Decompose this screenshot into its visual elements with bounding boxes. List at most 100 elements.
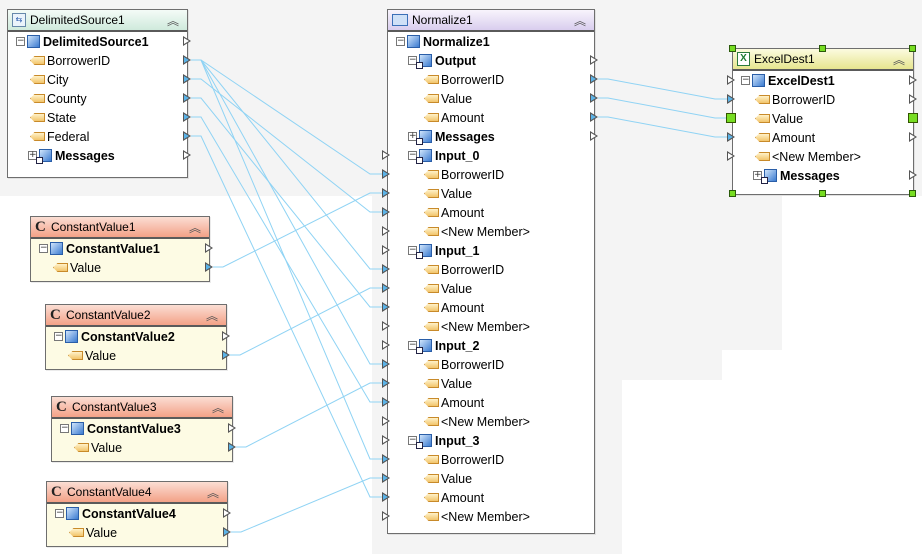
tree-node-messages[interactable]: + Messages <box>388 127 598 146</box>
input-port[interactable] <box>727 94 735 104</box>
tree-node-input[interactable]: −Input_1 <box>382 241 594 260</box>
output-port[interactable] <box>222 350 230 360</box>
output-port[interactable] <box>909 94 917 104</box>
input-port[interactable] <box>382 454 390 464</box>
input-port[interactable] <box>727 151 735 161</box>
connection-wire[interactable] <box>213 192 382 268</box>
output-port[interactable] <box>183 93 191 103</box>
collapse-toggle-icon[interactable]: − <box>396 36 405 46</box>
expand-toggle-icon[interactable]: + <box>753 170 762 180</box>
input-port[interactable] <box>382 416 390 426</box>
resize-handle[interactable] <box>819 45 826 52</box>
input-port[interactable] <box>382 397 390 407</box>
double-chevron-up-icon[interactable]: ︽ <box>573 14 586 28</box>
output-port[interactable] <box>909 132 917 142</box>
double-chevron-up-icon[interactable]: ︽ <box>206 486 219 500</box>
field-row[interactable]: State <box>8 108 191 127</box>
field-row[interactable]: Amount <box>382 393 594 412</box>
input-port[interactable] <box>382 245 390 255</box>
field-row[interactable]: <New Member> <box>382 507 594 526</box>
tree-node-input[interactable]: −Input_2 <box>382 336 594 355</box>
field-row[interactable]: BorrowerID <box>382 165 594 184</box>
collapse-toggle-icon[interactable]: − <box>408 435 417 445</box>
collapse-toggle-icon[interactable]: − <box>55 508 64 518</box>
tree-node-output[interactable]: − Output <box>388 51 598 70</box>
delimited-source-component[interactable]: ⇆ DelimitedSource1 ︽ − DelimitedSource1 … <box>7 9 191 178</box>
field-row[interactable]: Value <box>46 346 230 365</box>
double-chevron-up-icon[interactable]: ︽ <box>892 53 905 67</box>
output-port[interactable] <box>228 442 236 452</box>
field-row[interactable]: Value <box>382 279 594 298</box>
field-row[interactable]: BorrowerID <box>8 51 191 70</box>
input-port[interactable] <box>382 378 390 388</box>
connection-wire[interactable] <box>231 477 382 533</box>
output-port[interactable] <box>590 131 598 141</box>
double-chevron-up-icon[interactable]: ︽ <box>211 401 224 415</box>
field-row[interactable]: <New Member> <box>382 412 594 431</box>
field-row[interactable]: BorrowerID <box>382 260 594 279</box>
field-row[interactable]: Federal <box>8 127 191 146</box>
input-port[interactable] <box>382 359 390 369</box>
double-chevron-up-icon[interactable]: ︽ <box>188 221 201 235</box>
input-port[interactable] <box>726 113 736 123</box>
component-header[interactable]: Normalize1 ︽ <box>388 10 594 32</box>
input-port[interactable] <box>727 75 735 85</box>
field-row[interactable]: <New Member> <box>382 222 594 241</box>
collapse-toggle-icon[interactable]: − <box>60 423 69 433</box>
collapse-toggle-icon[interactable]: − <box>408 150 417 160</box>
collapse-toggle-icon[interactable]: − <box>408 340 417 350</box>
input-port[interactable] <box>382 435 390 445</box>
output-port[interactable] <box>223 508 231 518</box>
output-port[interactable] <box>222 331 230 341</box>
input-port[interactable] <box>382 492 390 502</box>
output-port[interactable] <box>590 112 598 122</box>
tree-node-messages[interactable]: + Messages <box>8 146 191 165</box>
field-row[interactable]: Amount <box>388 108 598 127</box>
tree-node-root[interactable]: − ExcelDest1 <box>727 71 917 90</box>
output-port[interactable] <box>228 423 236 433</box>
output-port[interactable] <box>205 243 213 253</box>
field-row[interactable]: BorrowerID <box>727 90 917 109</box>
tree-node-root[interactable]: −ConstantValue1 <box>31 239 213 258</box>
output-port[interactable] <box>223 527 231 537</box>
input-port[interactable] <box>382 169 390 179</box>
output-port[interactable] <box>590 93 598 103</box>
field-row[interactable]: Value <box>388 89 598 108</box>
field-row[interactable]: <New Member> <box>727 147 913 166</box>
expand-toggle-icon[interactable]: + <box>408 131 417 141</box>
input-port[interactable] <box>727 132 735 142</box>
output-port[interactable] <box>183 55 191 65</box>
input-port[interactable] <box>382 264 390 274</box>
connection-wire[interactable] <box>230 287 382 356</box>
tree-node-input[interactable]: −Input_3 <box>382 431 594 450</box>
output-port[interactable] <box>908 113 918 123</box>
tree-node-input[interactable]: −Input_0 <box>382 146 594 165</box>
collapse-toggle-icon[interactable]: − <box>54 331 63 341</box>
field-row[interactable]: Value <box>726 109 918 128</box>
component-header[interactable]: ⇆ DelimitedSource1 ︽ <box>8 10 187 32</box>
collapse-toggle-icon[interactable]: − <box>16 36 25 46</box>
field-row[interactable]: Value <box>31 258 213 277</box>
output-port[interactable] <box>183 131 191 141</box>
output-port[interactable] <box>183 150 191 160</box>
component-header[interactable]: X ExcelDest1 ︽ <box>733 49 913 71</box>
output-port[interactable] <box>590 55 598 65</box>
input-port[interactable] <box>382 302 390 312</box>
input-port[interactable] <box>382 511 390 521</box>
output-port[interactable] <box>205 262 213 272</box>
normalize-component[interactable]: Normalize1 ︽ − Normalize1 − Output Borro… <box>382 9 598 534</box>
field-row[interactable]: County <box>8 89 191 108</box>
field-row[interactable]: Amount <box>382 203 594 222</box>
field-row[interactable]: BorrowerID <box>388 70 598 89</box>
output-port[interactable] <box>183 112 191 122</box>
output-port[interactable] <box>909 75 917 85</box>
resize-handle[interactable] <box>909 45 916 52</box>
field-row[interactable]: Value <box>382 374 594 393</box>
output-port[interactable] <box>590 74 598 84</box>
